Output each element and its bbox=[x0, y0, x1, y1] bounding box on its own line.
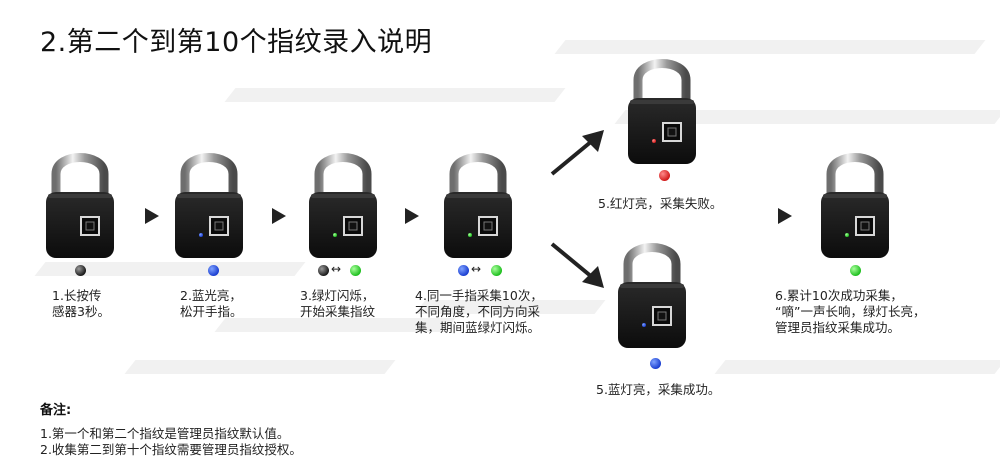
padlock-step-5-fail bbox=[620, 48, 704, 168]
note-item-1: 1.第一个和第二个指纹是管理员指纹默认值。 bbox=[40, 426, 290, 441]
led-green-icon bbox=[350, 265, 361, 276]
step-5-success-caption: 5.蓝灯亮，采集成功。 bbox=[596, 382, 721, 397]
step-5-fail-caption: 5.红灯亮，采集失败。 bbox=[598, 196, 723, 211]
alternate-arrow-icon: ↔ bbox=[471, 262, 482, 276]
step-4-caption: 4.同一手指采集10次，不同角度，不同方向采集，期间蓝绿灯闪烁。 bbox=[415, 288, 543, 335]
led-green-icon bbox=[333, 233, 337, 237]
led-black-icon bbox=[75, 265, 86, 276]
led-blue-icon bbox=[208, 265, 219, 276]
background-stripe bbox=[224, 88, 566, 102]
branch-up-arrow-icon bbox=[550, 130, 604, 176]
step-6-caption: 6.累计10次成功采集，“嘀”一声长响，绿灯长亮，管理员指纹采集成功。 bbox=[775, 288, 926, 335]
led-red-icon bbox=[652, 139, 656, 143]
next-arrow-icon bbox=[405, 208, 419, 224]
led-green-icon bbox=[850, 265, 861, 276]
step-1-caption: 1.长按传感器3秒。 bbox=[52, 288, 110, 319]
next-arrow-icon bbox=[145, 208, 159, 224]
led-red-icon bbox=[659, 170, 670, 181]
padlock-step-2 bbox=[167, 142, 251, 262]
page-title: 2.第二个到第10个指纹录入说明 bbox=[40, 27, 433, 58]
note-item-2: 2.收集第二到第十个指纹需要管理员指纹授权。 bbox=[40, 442, 302, 457]
led-green-icon bbox=[468, 233, 472, 237]
padlock-step-5-success bbox=[610, 232, 694, 352]
padlock-step-1 bbox=[38, 142, 122, 262]
background-stripe bbox=[124, 360, 396, 374]
led-blue-icon bbox=[642, 323, 646, 327]
branch-down-arrow-icon bbox=[550, 242, 604, 288]
next-arrow-icon bbox=[778, 208, 792, 224]
led-blue-icon bbox=[650, 358, 661, 369]
next-arrow-icon bbox=[272, 208, 286, 224]
background-stripe bbox=[714, 360, 1000, 374]
padlock-step-4 bbox=[436, 142, 520, 262]
led-blue-icon bbox=[458, 265, 469, 276]
step-3-caption: 3.绿灯闪烁，开始采集指纹 bbox=[300, 288, 376, 319]
padlock-step-3 bbox=[301, 142, 385, 262]
led-black-icon bbox=[318, 265, 329, 276]
led-green-icon bbox=[491, 265, 502, 276]
notes-heading: 备注: bbox=[40, 403, 72, 418]
led-green-icon bbox=[845, 233, 849, 237]
step-2-caption: 2.蓝光亮，松开手指。 bbox=[180, 288, 243, 319]
padlock-step-6 bbox=[813, 142, 897, 262]
led-blue-icon bbox=[199, 233, 203, 237]
alternate-arrow-icon: ↔ bbox=[331, 262, 342, 276]
